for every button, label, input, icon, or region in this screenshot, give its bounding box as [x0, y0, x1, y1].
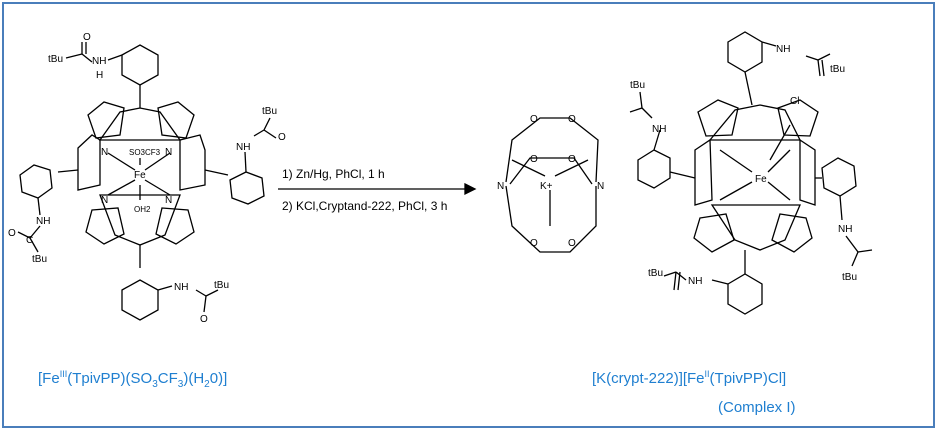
nh-label: NH [688, 276, 702, 287]
nh-plus-label: NH [776, 44, 790, 55]
nh-label: NH [36, 216, 50, 227]
n-label: N [165, 195, 172, 206]
nh-label: NH [92, 56, 106, 67]
tbu-label: tBu [842, 272, 857, 283]
o-label: O [200, 314, 208, 325]
nh-label: NH [174, 282, 188, 293]
tbu-label: tBu [262, 106, 277, 117]
cryptand-o-label: O [530, 114, 538, 125]
cryptand-o-label: O [530, 154, 538, 165]
cryptand-o-label: O [568, 154, 576, 165]
h-label: H [96, 70, 103, 81]
condition-step-2: 2) KCl,Cryptand-222, PhCl, 3 h [282, 199, 447, 213]
reaction-arrowhead [464, 182, 477, 196]
cation-label: K+ [540, 181, 553, 192]
o-label: O [83, 32, 91, 43]
nh-label: NH [236, 142, 250, 153]
cryptand-o-label: O [530, 238, 538, 249]
cryptand-n-label: N [497, 181, 504, 192]
tbu-label: tBu [648, 268, 663, 279]
tbu-label: tBu [32, 254, 47, 265]
cryptand-n-label: N [597, 181, 604, 192]
o-label: O [8, 228, 16, 239]
n-label: N [101, 195, 108, 206]
cryptand-o-label: O [568, 238, 576, 249]
reactant-caption: [FeIII(TpivPP)(SO3CF3)(H20)] [38, 369, 227, 390]
tbu-label: tBu [214, 280, 229, 291]
axial-ligand-top: SO3CF3 [129, 148, 161, 157]
reactant-labels: O tBu NH H N N N N SO3CF3 Fe OH2 NH O C … [8, 32, 286, 325]
n-label: N [165, 147, 172, 158]
reactant-porphyrin [17, 42, 277, 321]
product-subcaption: (Complex I) [718, 399, 796, 416]
cryptand-o-label: O [568, 114, 576, 125]
n-label: N [101, 147, 108, 158]
tbu-label: tBu [630, 80, 645, 91]
axial-ligand-bottom: OH2 [134, 205, 151, 214]
axial-cl-label: Cl [790, 96, 799, 107]
product-labels: NH tBu Cl Fe tBu NH NH tBu NH tBu [630, 44, 857, 287]
nh-label: NH [838, 224, 852, 235]
c-label: C [26, 235, 33, 246]
product-caption: [K(crypt-222)][FeII(TpivPP)Cl] [592, 369, 786, 387]
metal-label: Fe [755, 174, 767, 185]
metal-label: Fe [134, 170, 146, 181]
o-label: O [278, 132, 286, 143]
condition-step-1: 1) Zn/Hg, PhCl, 1 h [282, 167, 385, 181]
tbu-label: tBu [48, 54, 63, 65]
product-porphyrin [629, 31, 873, 315]
tbu-label: tBu [830, 64, 845, 75]
cryptand-labels: N N K+ O O O O O O [497, 114, 604, 249]
nh-label: NH [652, 124, 666, 135]
cryptand-structure [505, 117, 599, 253]
